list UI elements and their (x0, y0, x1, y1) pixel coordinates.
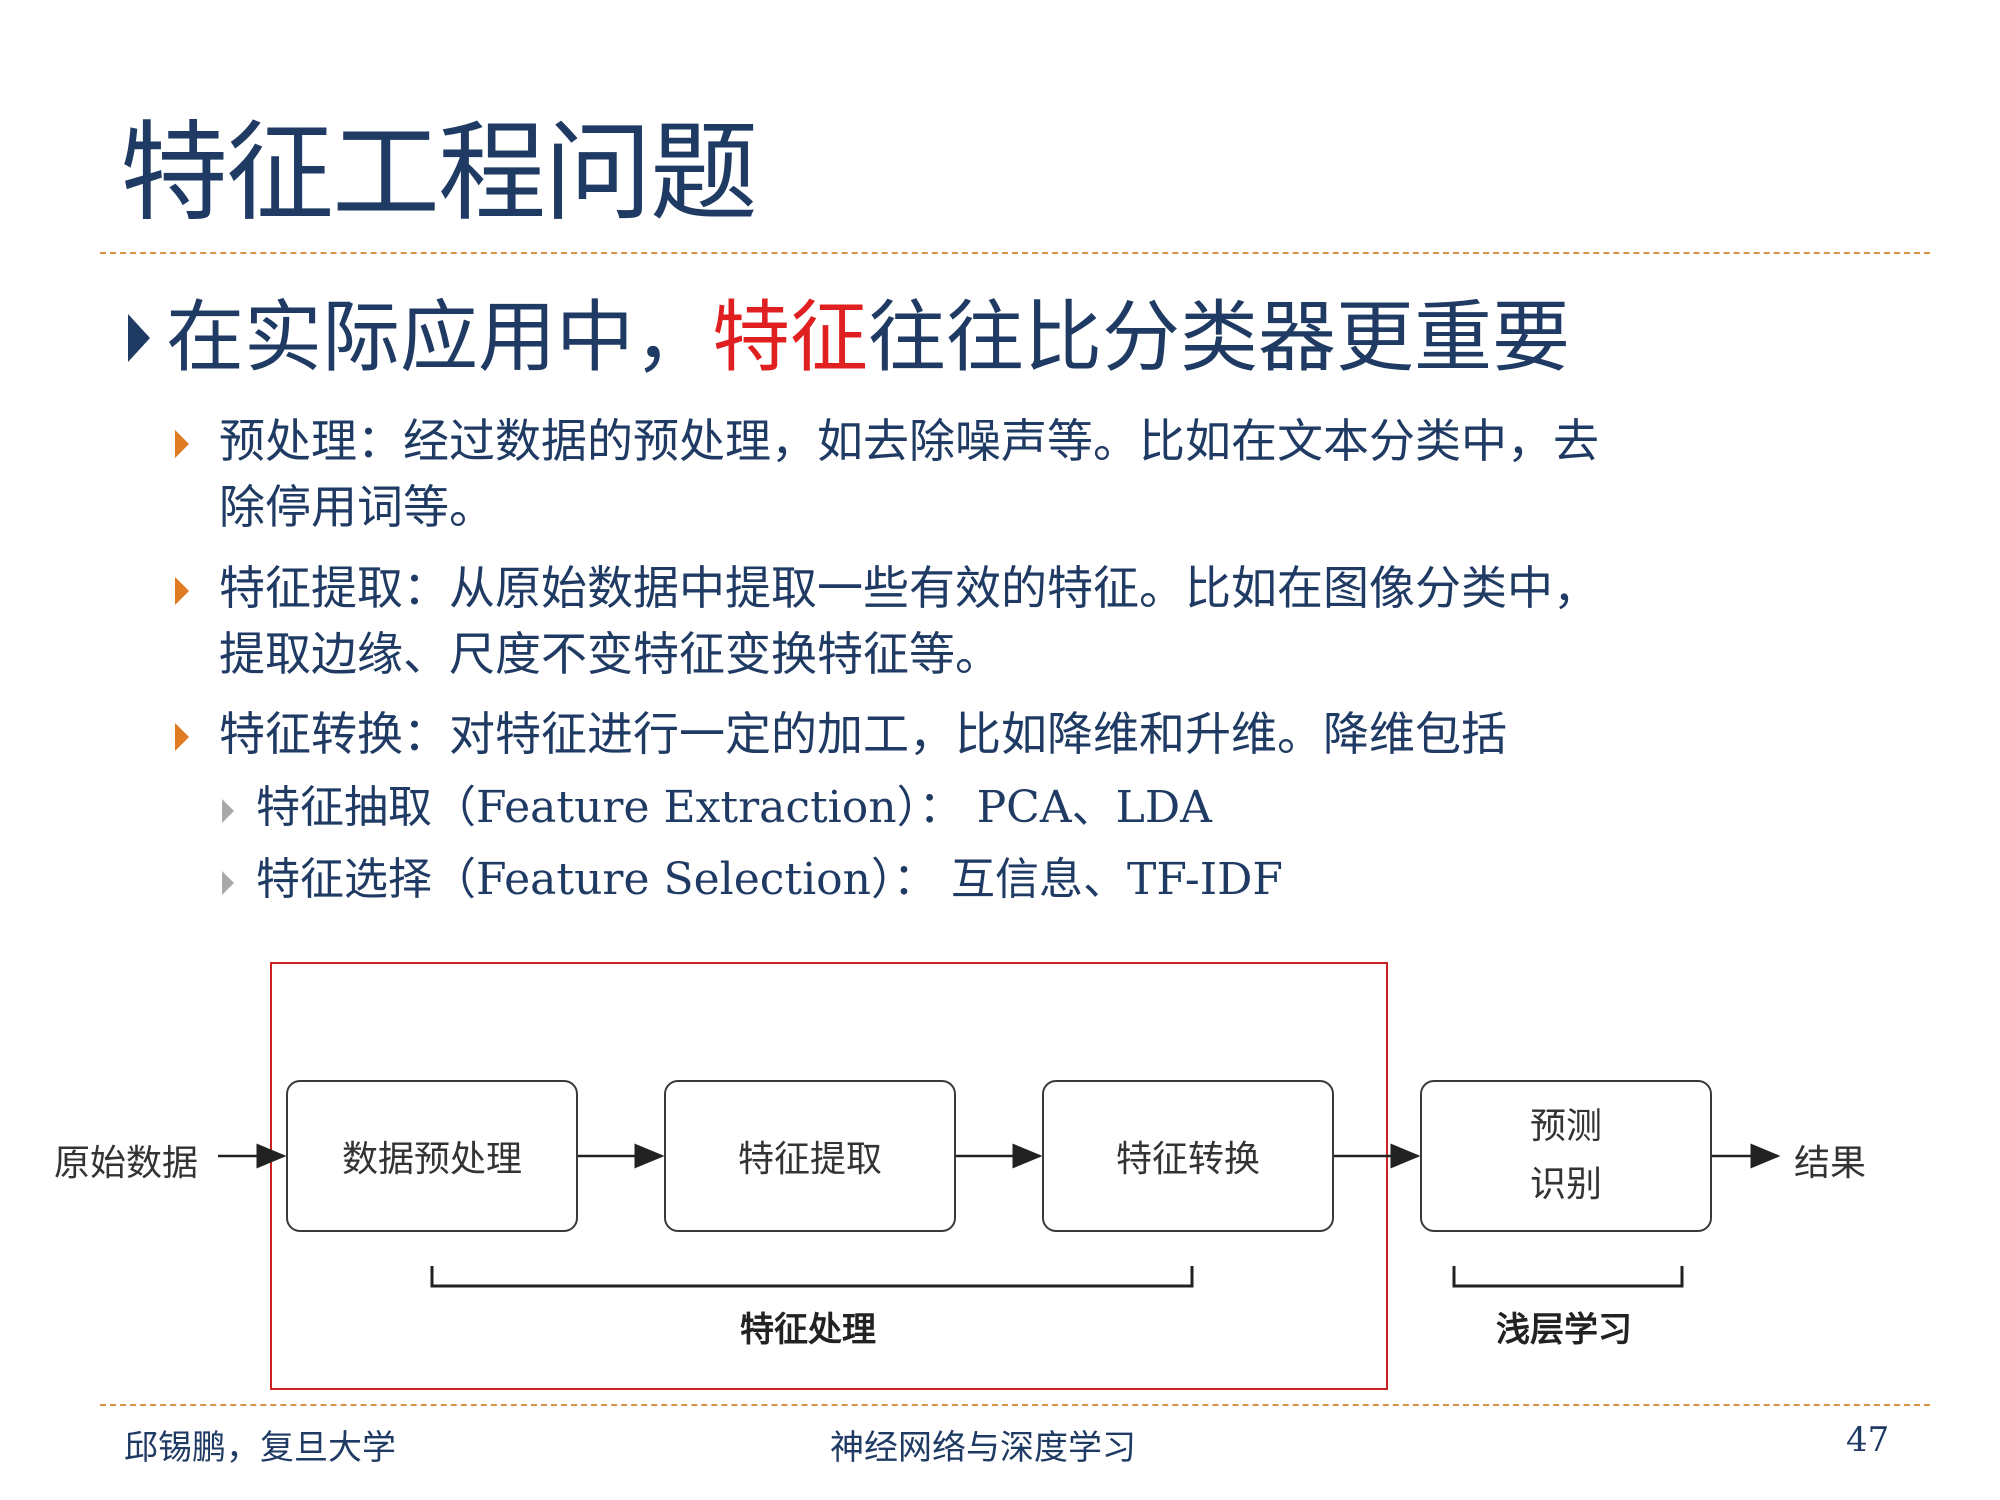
node-label-line1: 预测 (1529, 1106, 1602, 1147)
orange-triangle-icon (175, 577, 189, 605)
sub-bullet-line: 除停用词等。 (219, 480, 495, 534)
bracket-label-feature: 特征处理 (740, 1310, 876, 1350)
step-node-predict: 预测 识别 (1420, 1080, 1712, 1232)
footer-divider (100, 1404, 1930, 1406)
input-label: 原始数据 (54, 1143, 199, 1184)
sub-sub-bullet-extraction: 特征抽取（Feature Extraction）： PCA、LDA (222, 778, 1212, 838)
title-divider (100, 252, 1930, 254)
slide-title: 特征工程问题 (120, 111, 758, 236)
bracket-feature (430, 1266, 1194, 1288)
gray-triangle-icon (222, 798, 234, 823)
main-bullet-text-after: 往往比分类器更重要 (868, 293, 1571, 383)
sub-sub-bullet-text: 特征抽取（Feature Extraction）： PCA、LDA (256, 782, 1212, 833)
main-bullet: 在实际应用中，特征往往比分类器更重要 (128, 293, 1571, 383)
node-label-line2: 识别 (1529, 1164, 1602, 1205)
step-node-transform: 特征转换 (1042, 1080, 1334, 1232)
orange-triangle-icon (175, 430, 189, 458)
sub-bullet-line: 提取边缘、尺度不变特征变换特征等。 (219, 627, 1001, 681)
footer-page-number: 47 (1846, 1420, 1890, 1460)
sub-bullet-line: 特征提取：从原始数据中提取一些有效的特征。比如在图像分类中， (219, 561, 1599, 615)
main-bullet-text-before: 在实际应用中， (166, 293, 713, 383)
sub-bullet-feature-extraction: 特征提取：从原始数据中提取一些有效的特征。比如在图像分类中， 提取边缘、尺度不变… (175, 555, 1915, 687)
main-bullet-highlight: 特征 (712, 293, 869, 383)
node-label: 数据预处理 (341, 1139, 522, 1180)
feature-processing-highlight-box (270, 962, 1388, 1390)
bracket-label-shallow: 浅层学习 (1496, 1310, 1632, 1350)
sub-sub-bullet-selection: 特征选择（Feature Selection）： 互信息、TF-IDF (222, 850, 1283, 910)
sub-sub-bullet-text: 特征选择（Feature Selection）： 互信息、TF-IDF (256, 854, 1283, 905)
orange-triangle-icon (175, 723, 189, 751)
node-label: 特征转换 (1115, 1139, 1260, 1180)
step-node-preprocess: 数据预处理 (286, 1080, 578, 1232)
node-label: 特征提取 (737, 1139, 882, 1180)
sub-bullet-preprocessing: 预处理：经过数据的预处理，如去除噪声等。比如在文本分类中，去 除停用词等。 (175, 408, 1915, 540)
bracket-shallow (1452, 1266, 1684, 1288)
triangle-bullet-icon (128, 313, 150, 362)
step-node-extract: 特征提取 (664, 1080, 956, 1232)
sub-bullet-line: 预处理：经过数据的预处理，如去除噪声等。比如在文本分类中，去 (219, 414, 1599, 468)
gray-triangle-icon (222, 870, 234, 895)
footer-author: 邱锡鹏，复旦大学 (124, 1428, 396, 1468)
footer-course: 神经网络与深度学习 (830, 1428, 1136, 1468)
sub-bullet-line: 特征转换：对特征进行一定的加工，比如降维和升维。降维包括 (219, 707, 1507, 761)
output-label: 结果 (1794, 1143, 1867, 1184)
sub-bullet-feature-transform: 特征转换：对特征进行一定的加工，比如降维和升维。降维包括 (175, 701, 1915, 767)
